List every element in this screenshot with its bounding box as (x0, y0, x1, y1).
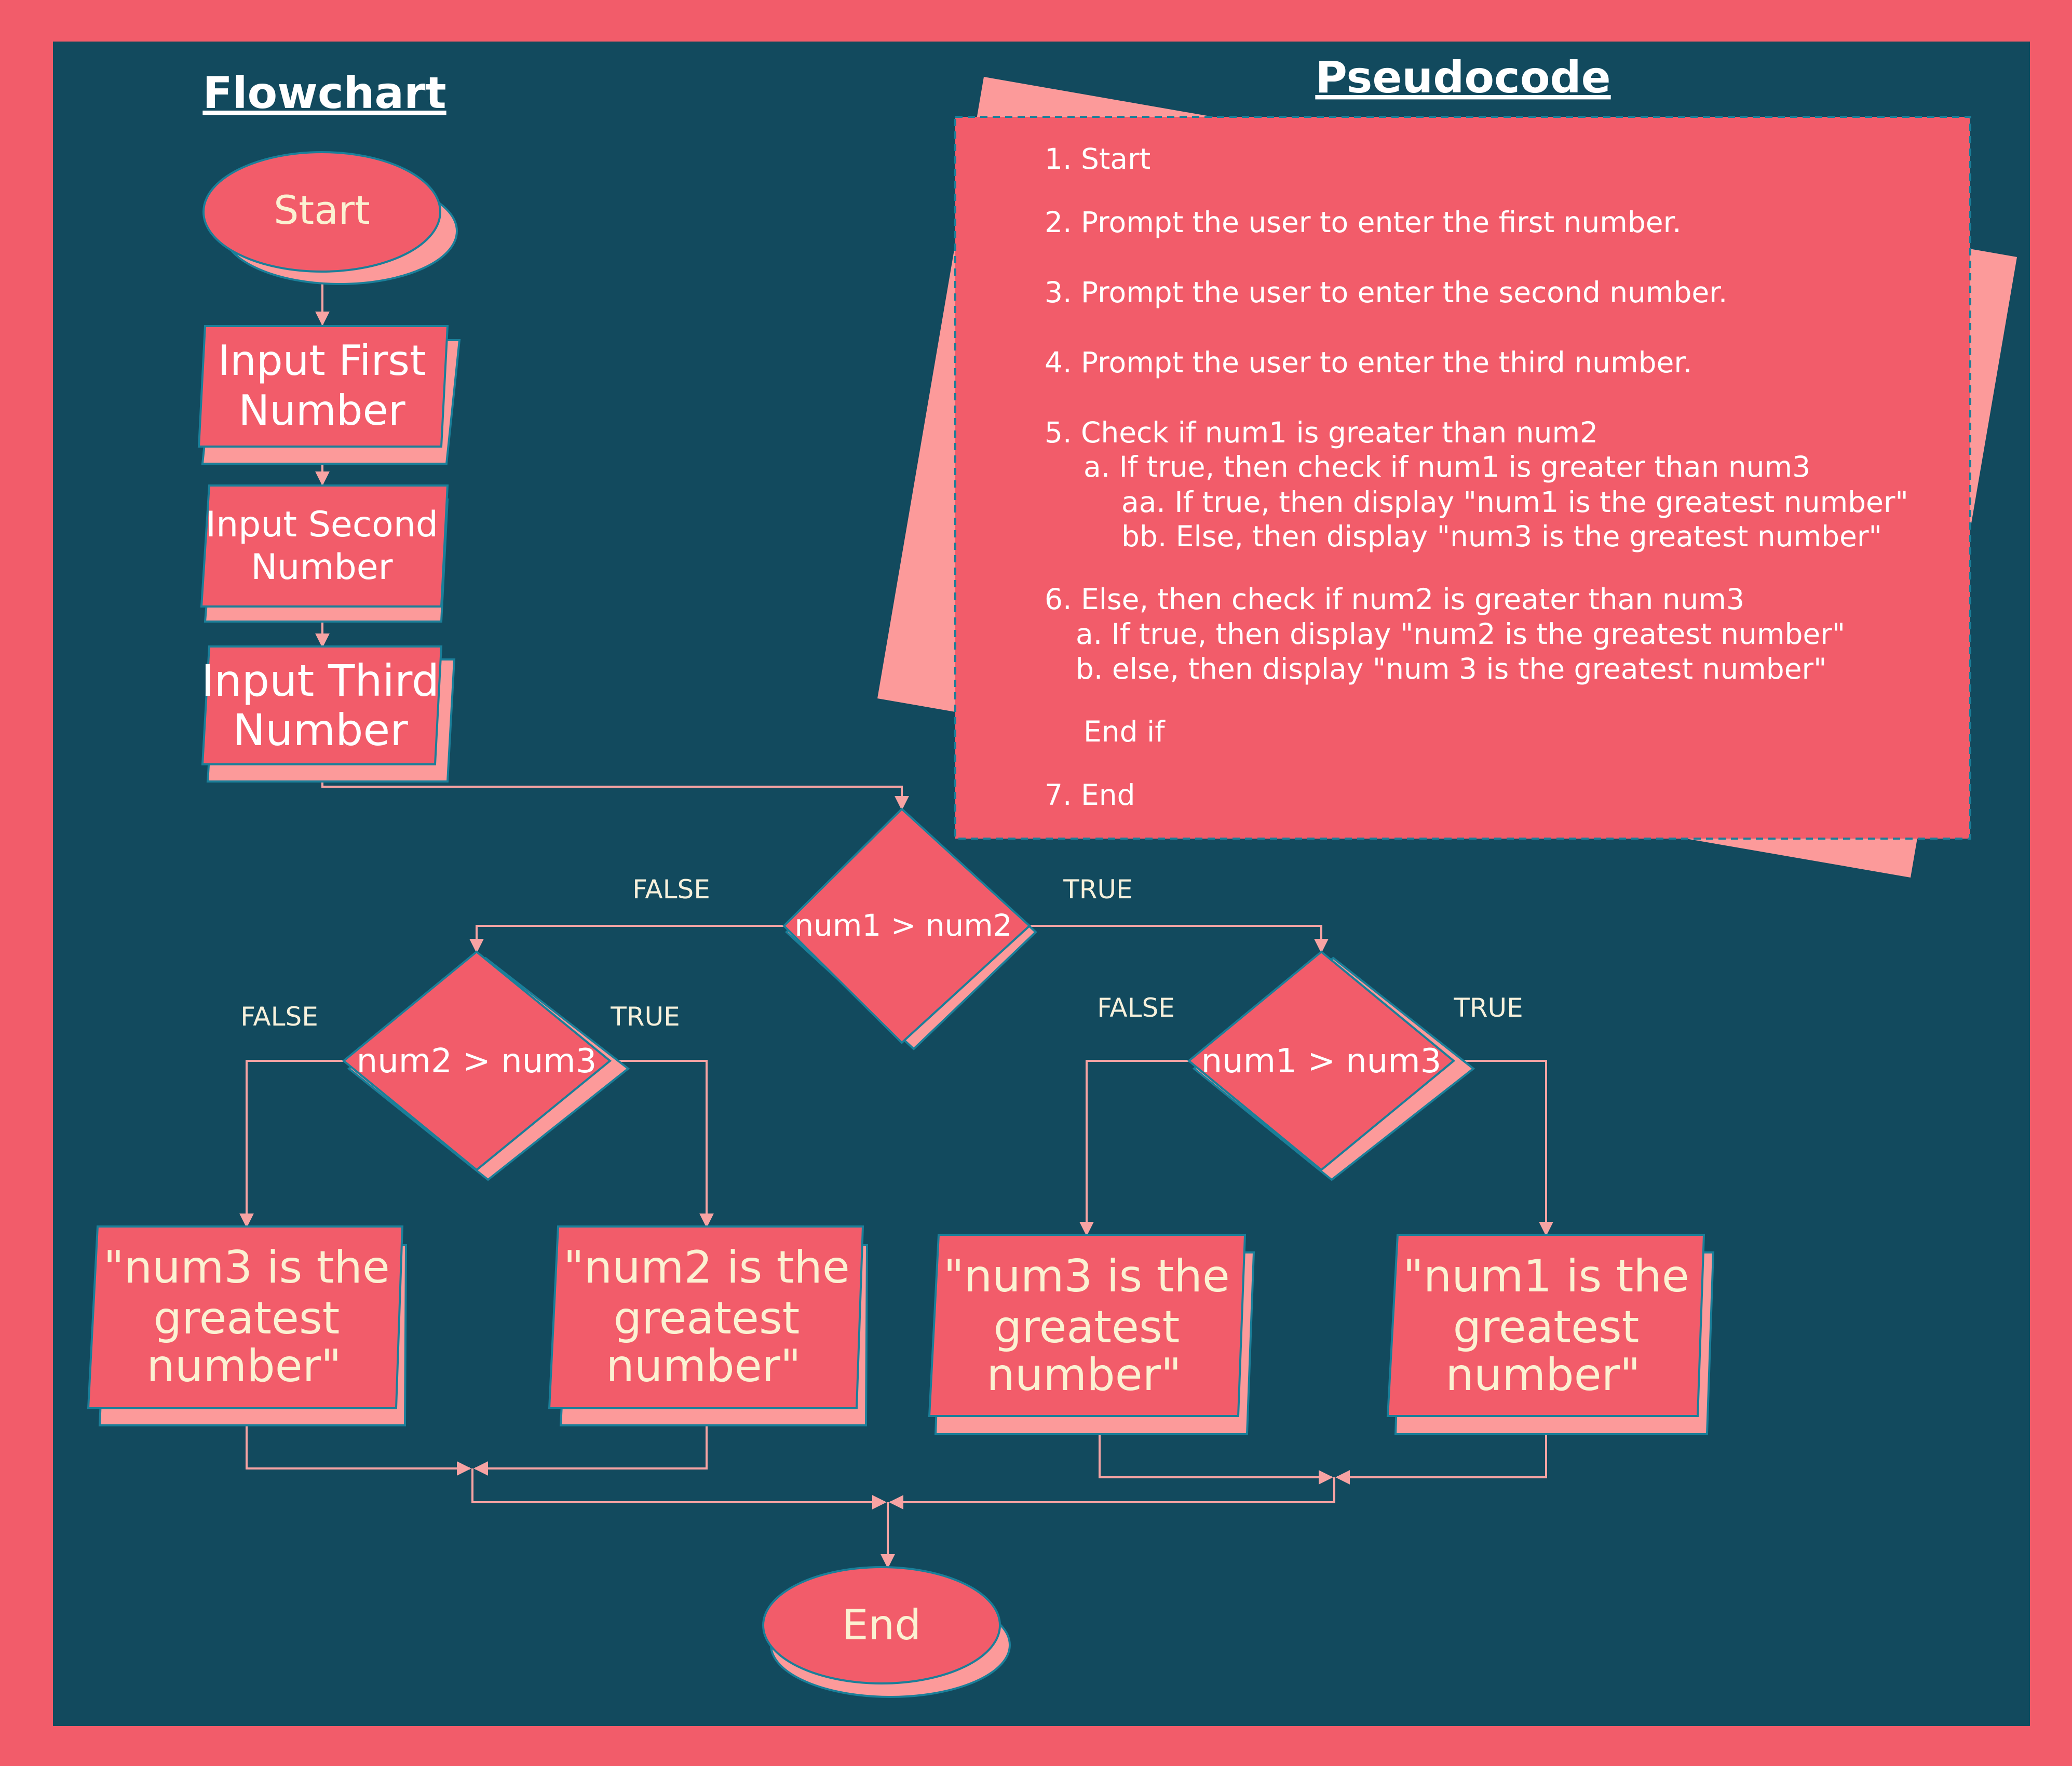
output-num3-left-shape (87, 1225, 404, 1409)
pseudocode-line: a. If true, then check if num1 is greate… (1084, 450, 1810, 483)
output-num1-line1: "num1 is the (1403, 1250, 1689, 1302)
output-num3-right-line2: greatest (994, 1301, 1180, 1353)
connector-right-true (1454, 1060, 1553, 1236)
decision-main-shape (782, 807, 1031, 1044)
pseudocode-line: End if (1084, 715, 1166, 748)
start-label: Start (274, 187, 370, 233)
connector-main-true (1030, 925, 1329, 953)
decision-left-label: num2 > num3 (357, 1042, 597, 1081)
decision-left-shape (342, 950, 612, 1171)
decision-right-shape (1187, 950, 1456, 1171)
decision-main-label: num1 > num2 (794, 908, 1012, 943)
pseudocode-title: Pseudocode (1315, 52, 1610, 103)
connector-leftmerge-down (471, 1468, 887, 1509)
output-num1-line2: greatest (1453, 1301, 1640, 1353)
output-num1-line3: number" (1445, 1349, 1640, 1401)
end-terminal: End (762, 1566, 1011, 1698)
decision-right-false-label: FALSE (1097, 993, 1175, 1023)
end-label: End (842, 1601, 921, 1649)
connector-outC-merge (1099, 1434, 1333, 1485)
input-second-label-line1: Input Second (206, 504, 438, 545)
connector-rightmerge-down (889, 1477, 1335, 1509)
input-third-shape (201, 645, 443, 765)
input-first-node: Input First Number (197, 325, 461, 465)
output-num2-line3: number" (606, 1340, 801, 1392)
start-shape (202, 151, 441, 273)
output-num2-line1: "num2 is the (563, 1242, 850, 1293)
output-num3-right-node: "num3 is the greatest number" (928, 1234, 1255, 1435)
pseudocode-line: 1. Start (1045, 142, 1150, 176)
decision-right-true-label: TRUE (1453, 993, 1523, 1023)
pseudocode-line: 4. Prompt the user to enter the third nu… (1045, 346, 1692, 379)
end-shape (762, 1566, 1001, 1684)
connector-outD-merge (1335, 1434, 1547, 1485)
output-num2-node: "num2 is the greatest number" (548, 1225, 869, 1426)
connector-main-false (469, 925, 784, 953)
pseudocode-line: a. If true, then display "num2 is the gr… (1076, 617, 1845, 651)
input-first-label-line1: Input First (218, 336, 426, 385)
pseudocode-line: aa. If true, then display "num1 is the g… (1121, 486, 1908, 519)
pseudocode-line: 5. Check if num1 is greater than num2 (1045, 416, 1598, 449)
decision-main-node: num1 > num2 (782, 807, 1037, 1050)
output-num3-left-line2: greatest (154, 1292, 340, 1344)
decision-left-false-label: FALSE (240, 1002, 318, 1032)
input-first-label-line2: Number (238, 386, 405, 435)
decision-main-false-label: FALSE (632, 874, 710, 905)
connector-left-false (239, 1060, 344, 1228)
input-second-shape (200, 484, 449, 608)
pseudocode-line: 2. Prompt the user to enter the first nu… (1045, 206, 1682, 239)
output-num3-left-line3: number" (146, 1340, 341, 1392)
connector-outA-merge (246, 1423, 471, 1476)
decision-left-node: num2 > num3 (342, 950, 630, 1181)
connector-left-true (610, 1060, 714, 1228)
output-num3-left-line1: "num3 is the (103, 1242, 390, 1293)
decision-right-label: num1 > num3 (1201, 1042, 1442, 1081)
pseudocode-text: 1. Start 2. Prompt the user to enter the… (1045, 142, 1908, 812)
pseudocode-line: 7. End (1045, 778, 1135, 812)
input-third-label-line1: Input Third (201, 655, 439, 706)
input-third-node: Input Third Number (201, 645, 456, 783)
pseudocode-line: b. else, then display "num 3 is the grea… (1076, 652, 1826, 685)
pseudocode-line: bb. Else, then display "num3 is the grea… (1121, 520, 1882, 553)
input-third-label-line2: Number (233, 705, 408, 756)
connector-outB-merge (473, 1423, 708, 1476)
output-num2-line2: greatest (614, 1292, 800, 1344)
pseudocode-card (954, 116, 1971, 840)
pseudocode-line: 6. Else, then check if num2 is greater t… (1045, 583, 1744, 616)
output-num1-shape (1386, 1234, 1705, 1417)
start-terminal: Start (202, 151, 458, 285)
pseudocode-line: 3. Prompt the user to enter the second n… (1045, 276, 1727, 309)
output-num3-right-shape (928, 1234, 1247, 1417)
decision-right-node: num1 > num3 (1187, 950, 1475, 1181)
decision-main-true-label: TRUE (1063, 874, 1132, 905)
output-num1-node: "num1 is the greatest number" (1386, 1234, 1715, 1435)
flowchart-title: Flowchart (202, 68, 446, 118)
input-second-node: Input Second Number (200, 484, 449, 623)
output-num3-right-line1: "num3 is the (943, 1250, 1230, 1302)
output-num2-shape (548, 1225, 864, 1409)
output-num3-left-node: "num3 is the greatest number" (87, 1225, 408, 1426)
connector-right-false (1079, 1060, 1189, 1236)
input-second-label-line2: Number (251, 547, 392, 588)
output-num3-right-line3: number" (986, 1349, 1181, 1401)
input-first-shape (197, 325, 449, 448)
decision-left-true-label: TRUE (610, 1002, 680, 1032)
